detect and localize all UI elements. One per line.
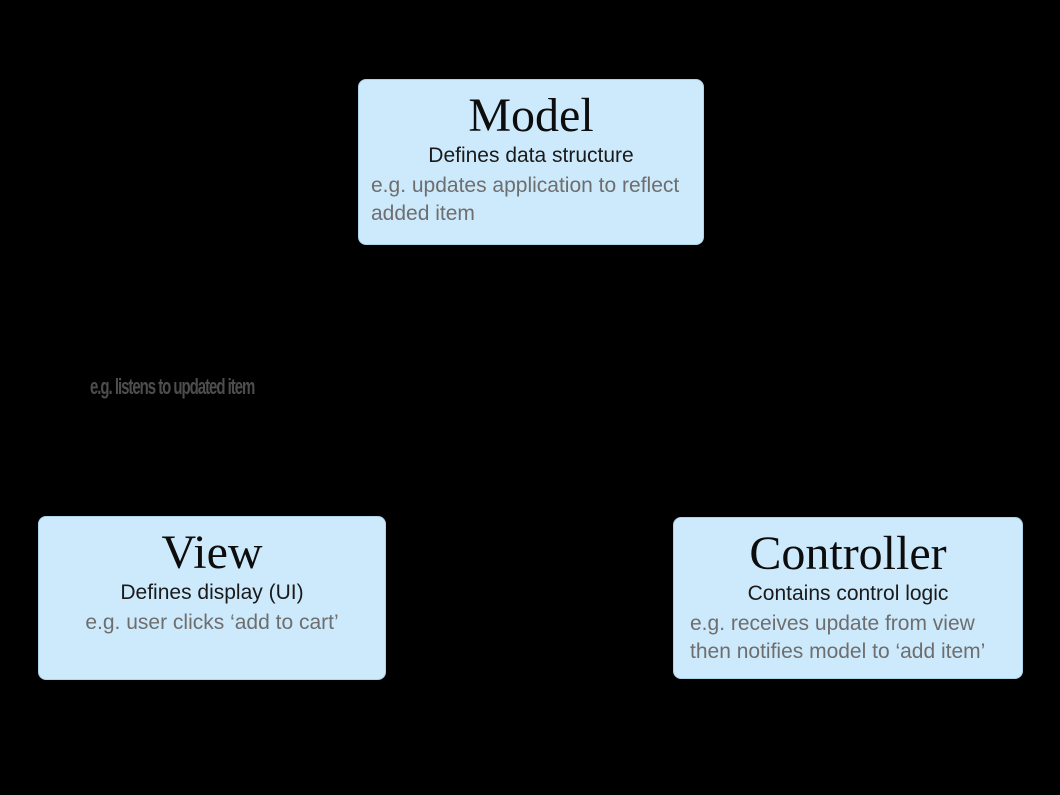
model-example-line-1: e.g. updates application to reflect <box>371 173 680 197</box>
model-example-text: e.g. updates application to reflect adde… <box>359 172 703 228</box>
view-subtitle: Defines display (UI) <box>120 580 304 604</box>
view-example-line-1: e.g. user clicks ‘add to cart’ <box>85 610 339 634</box>
view-example-text: e.g. user clicks ‘add to cart’ <box>39 609 385 637</box>
controller-box: Controller Contains control logic e.g. r… <box>673 517 1023 679</box>
model-box: Model Defines data structure e.g. update… <box>358 79 704 245</box>
model-example-line-2: added item <box>371 201 475 225</box>
controller-example-line-1: e.g. receives update from view <box>690 611 975 635</box>
controller-subtitle: Contains control logic <box>747 581 949 605</box>
controller-title: Controller <box>749 527 947 580</box>
view-box: View Defines display (UI) e.g. user clic… <box>38 516 386 680</box>
model-subtitle: Defines data structure <box>428 143 634 167</box>
controller-example-text: e.g. receives update from view then noti… <box>674 610 1022 666</box>
view-title: View <box>161 526 263 579</box>
model-view-arrow-annotation: e.g. listens to updated item <box>90 374 255 399</box>
controller-example-line-2: then notifies model to ‘add item’ <box>690 639 986 663</box>
model-title: Model <box>468 89 594 142</box>
